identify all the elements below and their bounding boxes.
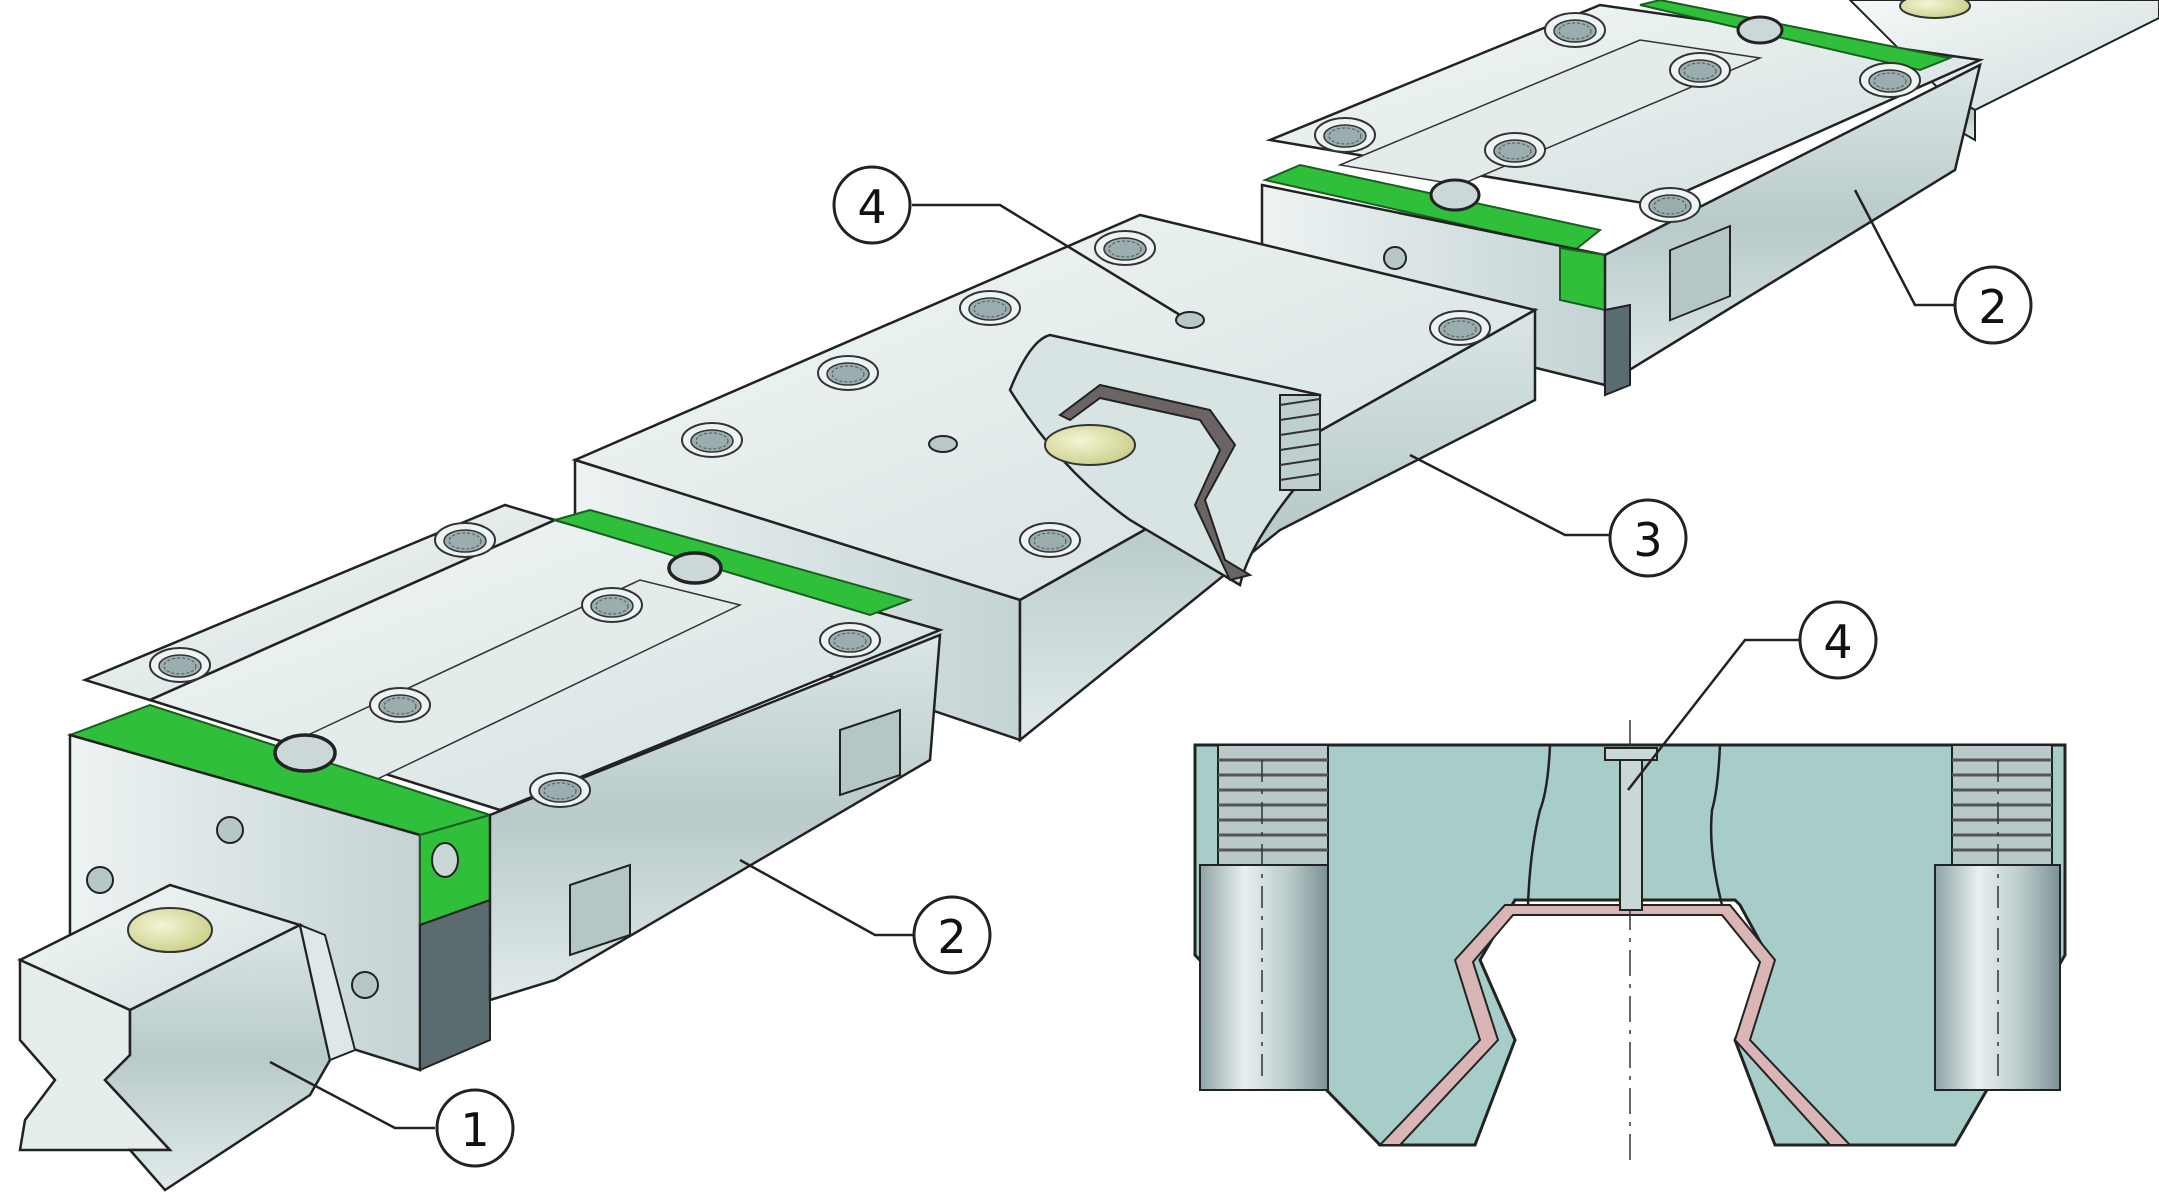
leader-line-4-top	[912, 203, 1181, 317]
leader-line-3	[1409, 453, 1610, 537]
cross-section	[1193, 720, 2067, 1160]
callout-2-right-label: 2	[1978, 280, 2007, 334]
threaded-bore-left	[1199, 744, 1329, 1091]
callout-2-left: 2	[912, 895, 992, 975]
callout-4-top: 4	[832, 165, 912, 245]
threaded-hole-cutaway	[1279, 394, 1321, 491]
leader-line-2-right	[1853, 189, 1955, 307]
rail-profile-liner	[1377, 904, 1853, 1146]
threaded-bore-right	[1934, 744, 2061, 1091]
callout-2-left-label: 2	[937, 910, 966, 964]
rail-roller-back	[1899, 0, 1971, 19]
callout-3-label: 3	[1633, 513, 1662, 567]
leader-line-1	[269, 1060, 435, 1130]
leader-line-4-section	[1627, 638, 1800, 791]
leader-line-2-left	[739, 858, 915, 937]
callout-1: 1	[435, 1088, 515, 1168]
rail-roller-middle	[1044, 424, 1136, 466]
rail-roller-front	[127, 907, 213, 953]
seal-green-right-back	[1639, 0, 1954, 72]
callout-4-top-label: 4	[857, 180, 886, 234]
lubrication-hole-top	[1175, 311, 1205, 329]
carriage-right	[1260, 0, 1985, 397]
callout-2-right: 2	[1953, 265, 2033, 345]
seal-green-left-back	[551, 508, 914, 617]
lubrication-hole-center	[928, 435, 958, 453]
leader-lines	[269, 189, 1955, 1130]
guide-rail-front	[17, 883, 357, 1192]
callout-1-label: 1	[460, 1103, 489, 1157]
callout-4-section: 4	[1798, 600, 1878, 680]
callout-3: 3	[1608, 498, 1688, 578]
callout-4-section-label: 4	[1823, 615, 1852, 669]
